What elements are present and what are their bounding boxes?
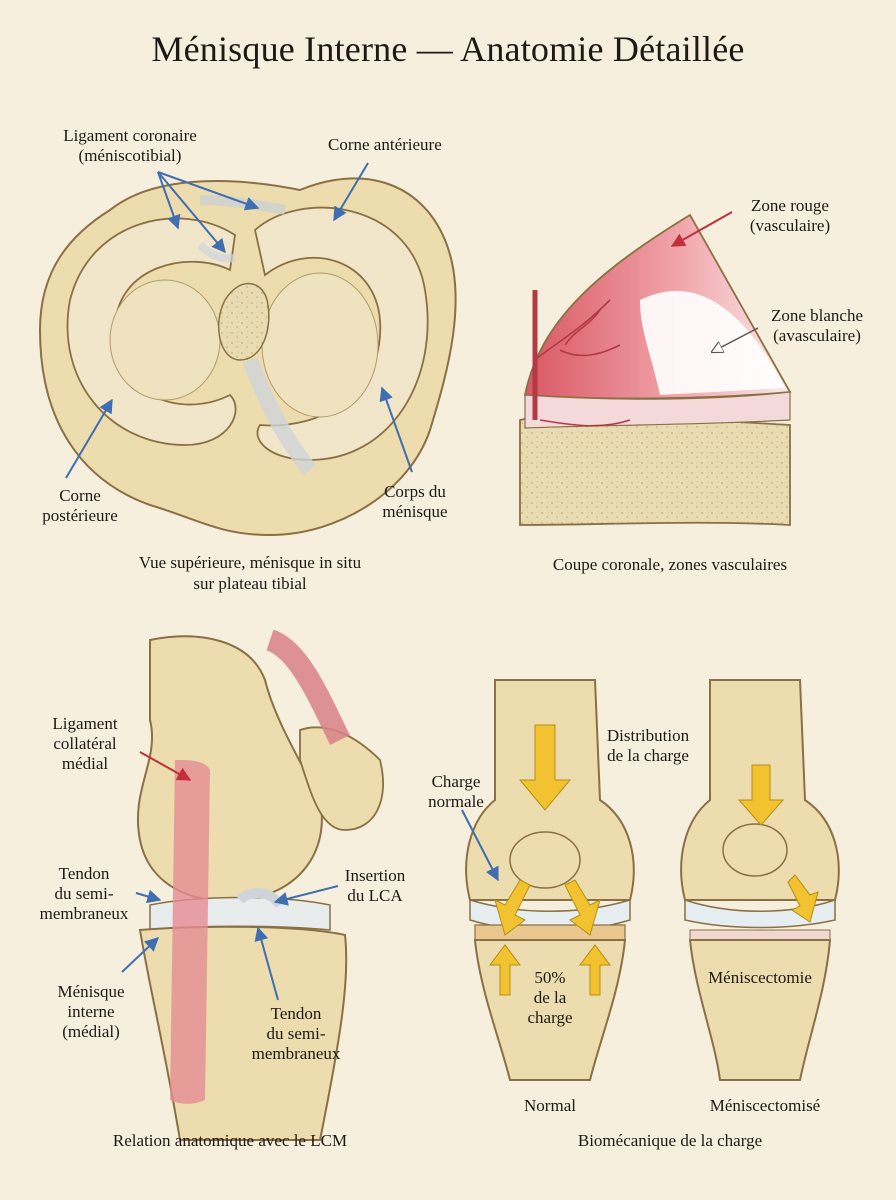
label-line: (médial) — [62, 1022, 120, 1041]
label-acl-insertion: Insertion du LCA — [330, 866, 420, 906]
label-white-zone: Zone blanche (avasculaire) — [752, 306, 882, 346]
label-line: charge — [527, 1008, 573, 1027]
label-load-distribution: Distribution de la charge — [588, 726, 708, 766]
label-line: 50% — [534, 968, 566, 987]
caption-top-view: Vue supérieure, ménisque in situ sur pla… — [90, 552, 410, 594]
label-line: médial — [61, 754, 109, 773]
tibial-plateau-top-view — [38, 162, 457, 537]
label-semimembranosus-left: Tendon du semi- membraneux — [24, 864, 144, 924]
label-coronary-ligament: Ligament coronaire (méniscotibial) — [30, 126, 230, 166]
label-anterior-horn: Corne antérieure — [328, 135, 442, 154]
label-red-zone: Zone rouge (vasculaire) — [730, 196, 850, 236]
caption-biomech: Biomécanique de la charge — [577, 1131, 763, 1150]
label-line: du semi- — [54, 884, 114, 903]
label-semimembranosus-right: Tendon du semi- membraneux — [236, 1004, 356, 1064]
label-line: membraneux — [39, 904, 129, 923]
knee-normal — [461, 679, 635, 1081]
label-line: du LCA — [347, 886, 403, 905]
label-line: (méniscotibial) — [78, 146, 182, 165]
caption-coronal: Coupe coronale, zones vasculaires — [552, 555, 788, 574]
label-fifty-percent: 50% de la charge — [510, 968, 590, 1028]
mcl-band — [170, 760, 210, 1104]
label-line: de la — [533, 988, 567, 1007]
label-line: Charge — [431, 772, 481, 791]
label-line: (avasculaire) — [773, 326, 861, 345]
label-line: Zone blanche — [770, 306, 864, 325]
caption-line: sur plateau tibial — [193, 574, 307, 593]
label-line: Ligament coronaire — [63, 126, 197, 145]
label-line: ménisque — [382, 502, 448, 521]
label-mcl: Ligament collatéral médial — [30, 714, 140, 774]
knee-mcl-view — [121, 629, 384, 1141]
label-line: Ligament — [52, 714, 118, 733]
label-line: Zone rouge — [751, 196, 829, 215]
label-line: postérieure — [42, 506, 118, 525]
label-meniscus-body: Corps du ménisque — [360, 482, 470, 522]
label-line: interne — [67, 1002, 115, 1021]
label-line: Insertion — [344, 866, 406, 885]
label-posterior-horn: Corne postérieure — [20, 486, 140, 526]
coronal-section — [519, 211, 792, 526]
label-line: membraneux — [251, 1044, 341, 1063]
label-line: Ménisque — [57, 982, 125, 1001]
label-line: de la charge — [607, 746, 689, 765]
label-line: Corps du — [384, 482, 446, 501]
label-line: (vasculaire) — [749, 216, 831, 235]
knee-meniscectomized — [680, 679, 840, 1081]
page-title: Ménisque Interne — Anatomie Détaillée — [151, 29, 745, 69]
label-line: Distribution — [606, 726, 690, 745]
label-line: du semi- — [266, 1024, 326, 1043]
caption-line: Vue supérieure, ménisque in situ — [138, 553, 362, 572]
label-meniscectomized: Méniscectomisé — [709, 1096, 821, 1115]
label-normal-load: Charge normale — [416, 772, 496, 812]
label-line: collatéral — [53, 734, 117, 753]
label-medial-meniscus: Ménisque interne (médial) — [36, 982, 146, 1042]
label-line: Corne — [59, 486, 101, 505]
label-meniscectomy: Méniscectomie — [708, 968, 812, 987]
lateral-meniscus-ring — [66, 217, 237, 446]
label-line: Tendon — [270, 1004, 322, 1023]
caption-mcl: Relation anatomique avec le LCM — [112, 1131, 348, 1150]
label-normal: Normal — [524, 1096, 576, 1115]
label-line: normale — [428, 792, 484, 811]
label-line: Tendon — [58, 864, 110, 883]
